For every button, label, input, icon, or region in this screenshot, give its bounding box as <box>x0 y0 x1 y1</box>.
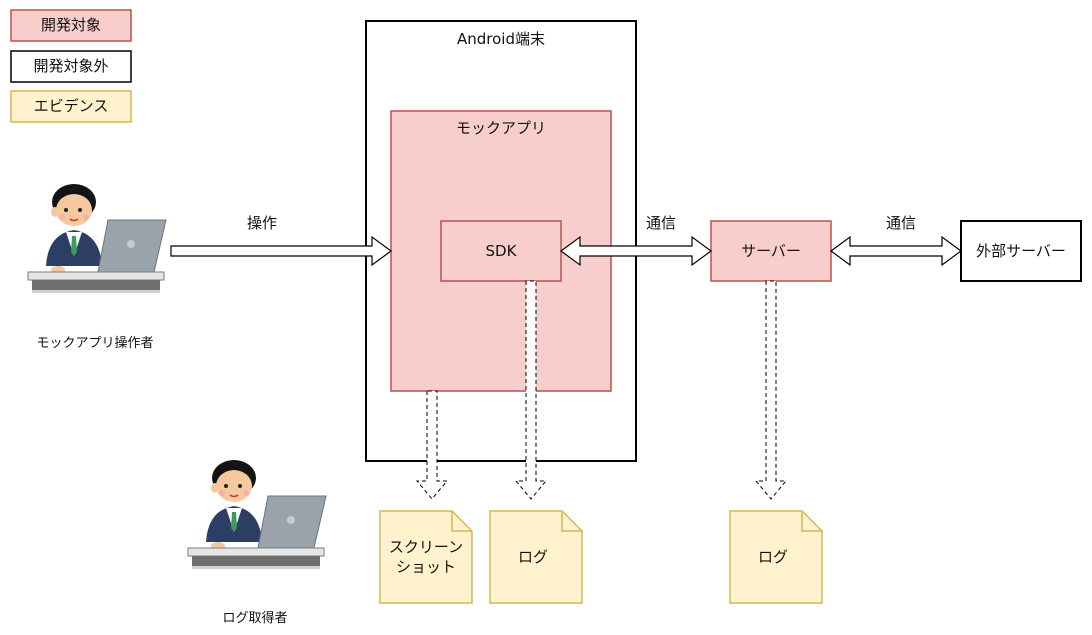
sdk-server-arrow <box>559 235 713 267</box>
sdk-box <box>440 220 562 282</box>
sdk-log-document-label: ログ <box>518 548 548 566</box>
screenshot-document-label-line1: スクリーン <box>389 538 463 556</box>
mock-app-title: モックアプリ <box>456 119 546 137</box>
server-log-dashed-arrow <box>754 280 788 500</box>
server-external-arrow <box>829 235 963 267</box>
sdk-server-arrow-label: 通信 <box>646 214 676 232</box>
server-log-document-label: ログ <box>758 548 788 566</box>
operation-arrow-label: 操作 <box>247 214 277 232</box>
operator-person-illustration <box>27 183 167 294</box>
legend-dev-target <box>10 9 132 42</box>
sdk-label: SDK <box>486 242 518 260</box>
server-external-arrow-label: 通信 <box>886 214 916 232</box>
operator-label: モックアプリ操作者 <box>36 335 153 351</box>
external-server-label: 外部サーバー <box>976 242 1066 260</box>
legend-evidence-label: エビデンス <box>34 97 109 115</box>
log-collector-label: ログ取得者 <box>222 610 287 626</box>
legend-non-dev-target <box>10 50 132 83</box>
log-collector-person-illustration <box>187 459 327 570</box>
operation-arrow <box>170 235 393 267</box>
screenshot-dashed-arrow <box>415 390 449 500</box>
legend-evidence <box>10 90 132 123</box>
sdk-log-dashed-arrow <box>514 280 548 500</box>
screenshot-document <box>379 510 473 604</box>
android-device-title: Android端末 <box>457 30 545 48</box>
legend-non-dev-target-label: 開発対象外 <box>33 57 108 75</box>
server-label: サーバー <box>741 242 801 260</box>
legend-dev-target-label: 開発対象 <box>41 16 101 34</box>
screenshot-document-label-line2: ショット <box>396 558 456 576</box>
